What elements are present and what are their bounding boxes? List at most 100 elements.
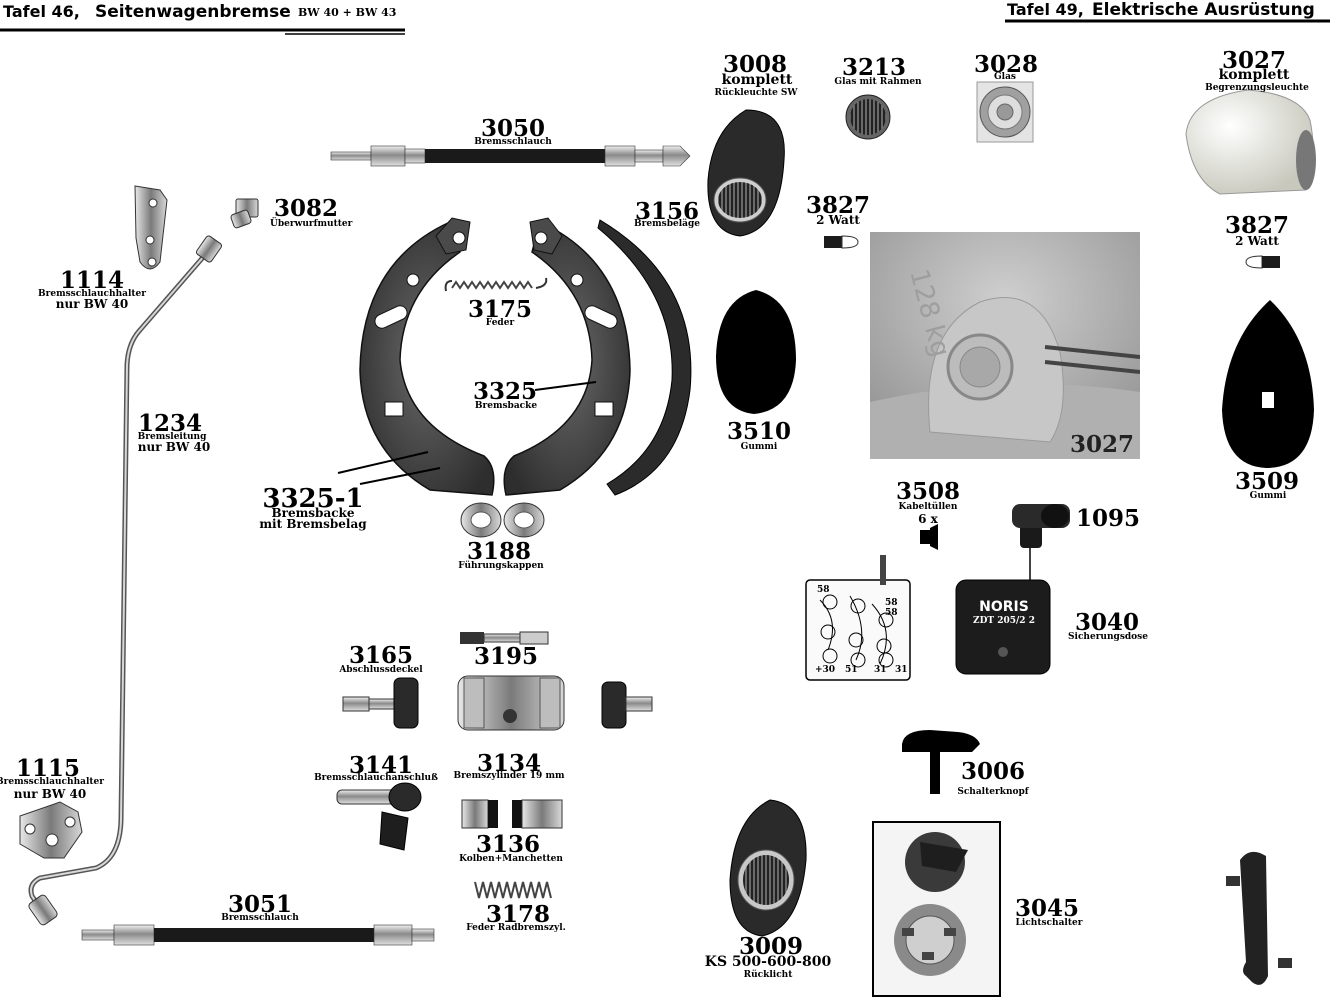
part-number-1114: 1114 — [59, 267, 125, 294]
header-right-title: Elektrische Ausrüstung — [1092, 0, 1315, 20]
part-name-3050: Bremsschlauch — [474, 137, 552, 147]
part-number-3325: 3325 — [472, 378, 538, 405]
part-number-3027: 3027 — [1221, 47, 1287, 74]
cable-grommet-3508-drawing — [920, 524, 938, 550]
terminal-51: 51 — [845, 665, 858, 675]
part-number-3028: 3028 — [973, 51, 1039, 78]
header-left-models: BW 40 + BW 43 — [298, 6, 397, 19]
part-name-3827-right: 2 Watt — [1235, 234, 1279, 248]
part-number-3213: 3213 — [841, 54, 907, 81]
end-cap-3165-drawing — [342, 677, 653, 729]
terminal-30: +30 — [815, 665, 836, 675]
hose-bracket-1114-drawing — [134, 185, 168, 270]
part-name-3009: Rücklicht — [743, 970, 793, 980]
part-note-1234: nur BW 40 — [137, 440, 211, 454]
part-name-1114: Bremsschlauchhalter — [38, 289, 146, 299]
hose-bracket-1115-drawing — [19, 801, 83, 859]
part-number-3175: 3175 — [467, 296, 533, 323]
part-number-3006: 3006 — [960, 758, 1026, 785]
part-name-3508: Kabeltüllen — [898, 502, 958, 512]
rubber-3509-drawing — [1222, 300, 1314, 468]
part-number-3082: 3082 — [274, 195, 339, 222]
brake-hose-3051-drawing — [81, 924, 435, 946]
spring-3175-drawing — [444, 277, 548, 292]
part-name-3510: Gummi — [740, 442, 778, 452]
photo-3027-illustration: 128 kg — [870, 232, 1140, 459]
bleeder-3195-drawing — [460, 631, 549, 645]
light-switch-3045-drawing — [872, 821, 1001, 997]
glass-3028-drawing — [976, 81, 1034, 143]
part-number-3827-right: 3827 — [1224, 212, 1290, 239]
part-number-3165: 3165 — [348, 642, 414, 669]
part-name2-3325-1: mit Bremsbelag — [259, 517, 367, 531]
part-number-3508: 3508 — [895, 478, 961, 505]
bulb-3827-right-drawing — [1245, 255, 1280, 269]
part-name-3027: Begrenzungsleuchte — [1205, 83, 1309, 93]
part-name-3325-1: Bremsbacke — [271, 506, 355, 520]
terminal-58-b: 58 — [885, 598, 898, 608]
photo-3027-mounted: 128 kg 3027 — [870, 232, 1140, 459]
part-number-3008: 3008 — [722, 51, 788, 78]
wheel-cylinder-3134-drawing — [457, 675, 565, 731]
header-left-tafel: Tafel 46, — [3, 2, 80, 21]
part-qualifier-3027: komplett — [1218, 67, 1290, 83]
sidecar-handle-bracket-bottom — [1278, 958, 1292, 968]
terminal-31-a: 31 — [874, 665, 887, 675]
part-name-3175: Feder — [485, 318, 515, 328]
tail-light-3008-drawing — [707, 109, 785, 237]
glass-frame-3213-drawing — [845, 94, 891, 140]
switch-knob-3006-drawing — [902, 730, 980, 794]
marker-light-3027-drawing — [1185, 89, 1316, 195]
part-name-3082: Überwurfmutter — [270, 219, 353, 229]
fuse-box-label-2: ZDT 205/2 2 — [973, 616, 1035, 626]
part-name-3045: Lichtschalter — [1015, 918, 1083, 928]
part-name-3325: Bremsbacke — [474, 401, 538, 411]
hose-connector-3141-drawing — [336, 782, 422, 851]
part-number-3136: 3136 — [475, 831, 541, 858]
union-nut-3082-drawing — [230, 198, 259, 229]
part-number-3827-left: 3827 — [805, 192, 871, 219]
part-name-3178: Feder Radbremszyl. — [466, 923, 566, 933]
header-left-title: Seitenwagenbremse — [95, 2, 291, 22]
part-number-1095: 1095 — [1076, 505, 1141, 532]
sidecar-handle-bracket-top — [1226, 876, 1240, 886]
part-name-3051: Bremsschlauch — [221, 913, 299, 923]
brake-shoes-3325-drawing — [337, 217, 631, 496]
plug-cap-1095-drawing — [1012, 504, 1070, 584]
part-number-3325-1: 3325-1 — [262, 484, 364, 514]
part-note-1115: nur BW 40 — [13, 787, 87, 801]
terminal-58-a: 58 — [817, 585, 830, 595]
brake-hose-3050-drawing — [330, 145, 691, 167]
header-left-rule — [0, 28, 405, 35]
tail-light-3009-drawing — [729, 799, 807, 937]
part-number-3045: 3045 — [1014, 895, 1080, 922]
part-number-1115: 1115 — [15, 755, 81, 782]
part-name-3040: Sicherungsdose — [1068, 632, 1148, 642]
photo-3027-number: 3027 — [1069, 431, 1135, 458]
part-name-3141: Bremsschlauchanschluß — [314, 773, 438, 783]
part-name-3213: Glas mit Rahmen — [834, 77, 922, 87]
spring-3178-drawing — [474, 881, 552, 899]
rubber-3510-drawing — [716, 290, 796, 414]
part-number-3195: 3195 — [473, 643, 539, 670]
part-name-3136: Kolben+Manchetten — [459, 854, 563, 864]
part-number-3188: 3188 — [466, 538, 532, 565]
part-number-1234: 1234 — [137, 410, 203, 437]
part-number-3134: 3134 — [476, 750, 542, 777]
fuse-box-label-1: NORIS — [979, 599, 1029, 615]
part-note-1114: nur BW 40 — [55, 297, 129, 311]
part-number-3509: 3509 — [1234, 468, 1300, 495]
terminal-58-c: 58 — [885, 608, 898, 618]
part-name-1115: Bremsschlauchhalter — [0, 777, 104, 787]
sidecar-handle-drawing — [1240, 851, 1268, 985]
part-number-3141: 3141 — [348, 752, 414, 779]
part-number-3050: 3050 — [480, 115, 546, 142]
bulb-3827-left-drawing — [824, 235, 859, 249]
pistons-3136-drawing — [461, 799, 563, 829]
part-number-3156: 3156 — [634, 198, 700, 225]
part-name-3188: Führungskappen — [458, 561, 544, 571]
terminal-block-drawing — [805, 555, 911, 681]
part-number-3178: 3178 — [485, 901, 551, 928]
